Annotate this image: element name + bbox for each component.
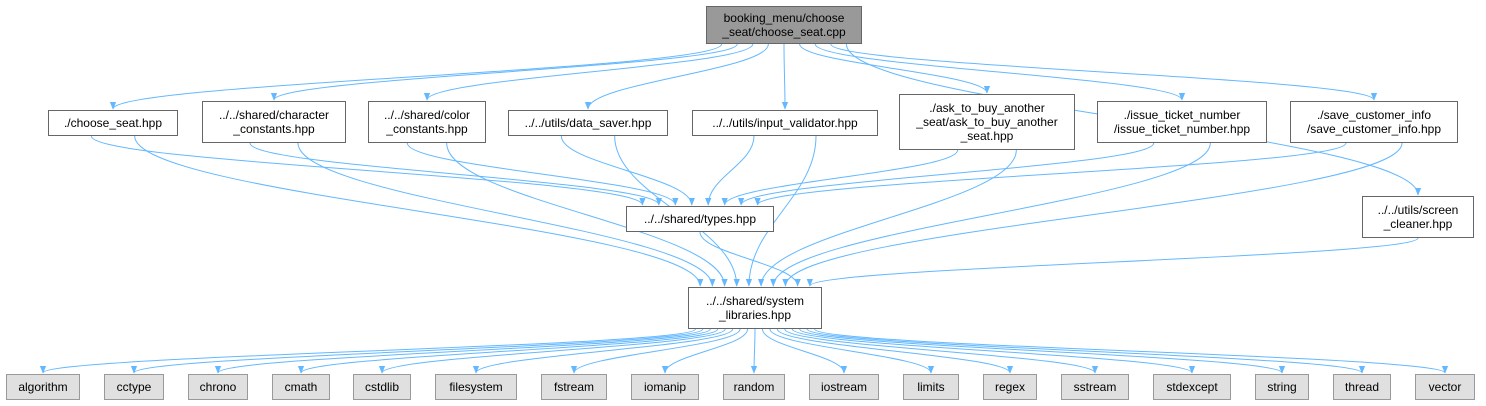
include-edge-system_libraries-to-iostream bbox=[761, 328, 848, 374]
include-edge-root-to-character_constants bbox=[270, 43, 738, 101]
include-edge-root-to-issue_ticket bbox=[814, 43, 1186, 101]
system-header-sstream[interactable]: sstream bbox=[1061, 374, 1129, 400]
system-header-chrono[interactable]: chrono bbox=[188, 374, 248, 400]
include-edge-root-to-choose_seat_hpp bbox=[109, 43, 723, 110]
include-edge-screen_cleaner-to-system_libraries bbox=[806, 237, 1419, 287]
include-edge-system_libraries-to-string bbox=[799, 328, 1286, 374]
header-node-ask-to-buy-another-seat[interactable]: ./ask_to_buy_another _seat/ask_to_buy_an… bbox=[899, 94, 1075, 150]
include-edge-system_libraries-to-iomanip bbox=[661, 328, 749, 374]
system-header-filesystem[interactable]: filesystem bbox=[435, 374, 517, 400]
header-node-issue-ticket-number[interactable]: ./issue_ticket_number /issue_ticket_numb… bbox=[1097, 101, 1267, 143]
include-edge-system_libraries-to-filesystem bbox=[472, 328, 734, 374]
header-node-save-customer-info[interactable]: ./save_customer_info /save_customer_info… bbox=[1290, 101, 1458, 143]
header-node-choose-seat[interactable]: ./choose_seat.hpp bbox=[48, 110, 178, 136]
header-node-input-validator[interactable]: ../../utils/input_validator.hpp bbox=[692, 110, 878, 136]
header-node-data-saver[interactable]: ../../utils/data_saver.hpp bbox=[508, 110, 668, 136]
include-edge-system_libraries-to-cmath bbox=[297, 328, 719, 374]
include-edge-system_libraries-to-algorithm bbox=[40, 328, 696, 374]
include-edge-root-to-color_constants bbox=[423, 43, 754, 101]
header-node-system-libraries[interactable]: ../../shared/system _libraries.hpp bbox=[688, 287, 822, 329]
system-header-cstdlib[interactable]: cstdlib bbox=[353, 374, 411, 400]
include-edge-character_constants-to-types bbox=[249, 142, 662, 206]
system-header-stdexcept[interactable]: stdexcept bbox=[1153, 374, 1231, 400]
include-edge-root-to-data_saver bbox=[584, 43, 769, 110]
system-header-cctype[interactable]: cctype bbox=[104, 374, 164, 400]
include-edge-system_libraries-to-stdexcept bbox=[791, 328, 1196, 374]
system-header-fstream[interactable]: fstream bbox=[541, 374, 607, 400]
header-node-screen-cleaner[interactable]: ../../utils/screen _cleaner.hpp bbox=[1362, 196, 1474, 238]
include-edge-input_validator-to-types bbox=[705, 135, 755, 206]
include-edge-system_libraries-to-cstdlib bbox=[378, 328, 726, 374]
include-edge-system_libraries-to-fstream bbox=[570, 328, 741, 374]
include-edge-choose_seat_hpp-to-types bbox=[90, 135, 646, 206]
header-node-types[interactable]: ../../shared/types.hpp bbox=[626, 206, 774, 232]
include-edge-issue_ticket-to-system_libraries bbox=[770, 142, 1211, 287]
include-edge-data_saver-to-types bbox=[560, 135, 695, 206]
include-edge-ask_to_buy-to-system_libraries bbox=[757, 149, 1017, 287]
system-header-limits[interactable]: limits bbox=[903, 374, 959, 400]
system-header-random[interactable]: random bbox=[723, 374, 785, 400]
include-edge-system_libraries-to-cctype bbox=[131, 328, 704, 374]
include-edge-system_libraries-to-chrono bbox=[215, 328, 711, 374]
include-edge-root-to-ask_to_buy bbox=[799, 43, 991, 94]
include-edge-system_libraries-to-vector bbox=[814, 328, 1448, 374]
include-edge-types-to-system_libraries bbox=[699, 231, 801, 287]
include-edge-choose_seat_hpp-to-system_libraries bbox=[134, 135, 704, 287]
include-edge-input_validator-to-system_libraries bbox=[745, 135, 817, 287]
include-edge-character_constants-to-system_libraries bbox=[297, 142, 716, 287]
include-edge-color_constants-to-types bbox=[406, 142, 679, 206]
header-node-color-constants[interactable]: ../../shared/color _constants.hpp bbox=[368, 101, 486, 143]
include-edge-system_libraries-to-thread bbox=[806, 328, 1365, 374]
system-header-thread[interactable]: thread bbox=[1333, 374, 1391, 400]
root-file-node[interactable]: booking_menu/choose _seat/choose_seat.cp… bbox=[706, 6, 862, 44]
system-header-algorithm[interactable]: algorithm bbox=[6, 374, 80, 400]
edges-layer bbox=[40, 43, 1448, 374]
include-edge-root-to-save_customer bbox=[830, 43, 1378, 101]
system-header-cmath[interactable]: cmath bbox=[272, 374, 330, 400]
include-edge-system_libraries-to-limits bbox=[769, 328, 935, 374]
include-edge-system_libraries-to-regex bbox=[776, 328, 1014, 374]
system-header-regex[interactable]: regex bbox=[983, 374, 1037, 400]
system-header-iomanip[interactable]: iomanip bbox=[631, 374, 699, 400]
include-edge-root-to-input_validator bbox=[781, 43, 789, 110]
header-node-character-constants[interactable]: ../../shared/character _constants.hpp bbox=[202, 101, 346, 143]
system-header-vector[interactable]: vector bbox=[1415, 374, 1475, 400]
system-header-iostream[interactable]: iostream bbox=[809, 374, 879, 400]
include-edge-system_libraries-to-random bbox=[750, 328, 758, 374]
include-edge-system_libraries-to-sstream bbox=[784, 328, 1099, 374]
system-header-string[interactable]: string bbox=[1255, 374, 1309, 400]
include-edge-issue_ticket-to-types bbox=[738, 142, 1155, 206]
include-edge-ask_to_buy-to-types bbox=[721, 149, 959, 206]
include-edge-save_customer-to-system_libraries bbox=[782, 142, 1403, 287]
include-edge-color_constants-to-system_libraries bbox=[446, 142, 728, 287]
include-edge-save_customer-to-types bbox=[754, 142, 1347, 206]
